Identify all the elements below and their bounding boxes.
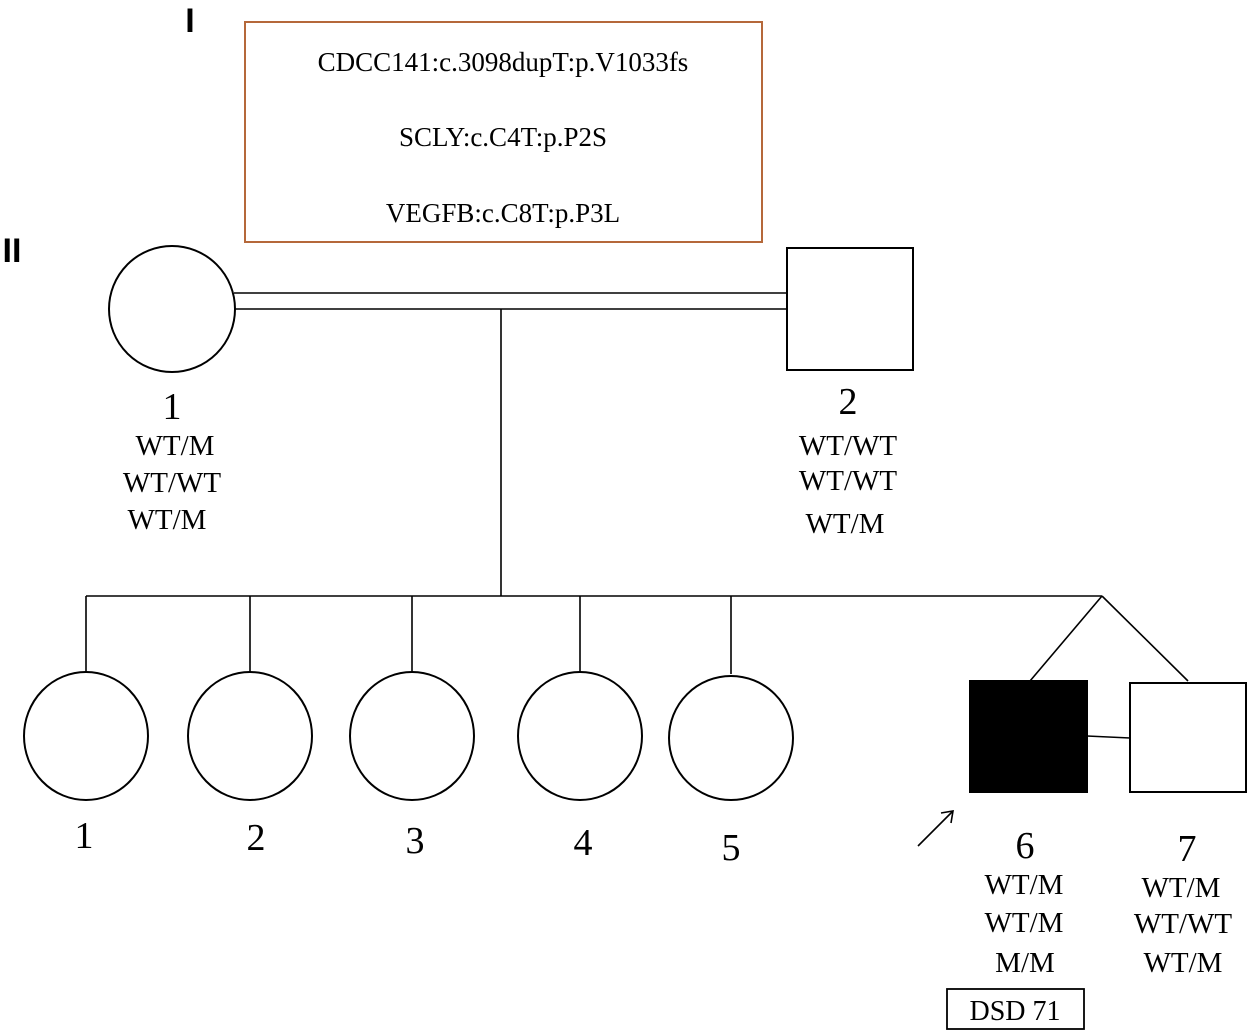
generation-label-i: I [185, 2, 194, 40]
parent-2-genotype-2: WT/WT [799, 465, 898, 497]
child-5-female-symbol [668, 675, 794, 801]
dsd-label: DSD 71 [969, 996, 1060, 1027]
child-1-label: 1 [75, 815, 94, 857]
child-6-genotype-3: M/M [995, 947, 1055, 979]
twin-line-child-6 [1029, 595, 1103, 682]
generation-label-ii: II [3, 232, 22, 270]
child-6-genotype-2: WT/M [985, 907, 1064, 939]
child-2-female-symbol [187, 671, 313, 801]
proband-arrow-icon [917, 810, 954, 847]
child-2-label: 2 [247, 817, 266, 859]
twin-line-child-7 [1101, 595, 1189, 682]
variant-list-box: CDCC141:c.3098dupT:p.V1033fs SCLY:c.C4T:… [244, 21, 763, 243]
parent-2-label: 2 [839, 381, 858, 423]
variant-1-label: CDCC141:c.3098dupT:p.V1033fs [318, 47, 689, 77]
child-4-label: 4 [574, 822, 593, 864]
child-7-male-symbol [1129, 682, 1247, 793]
parent-2-genotype-1: WT/WT [799, 430, 898, 462]
parent-2-male-symbol [786, 247, 914, 371]
child-7-genotype-1: WT/M [1142, 872, 1221, 904]
variant-3-label: VEGFB:c.C8T:p.P3L [386, 198, 620, 228]
child-3-female-symbol [349, 671, 475, 801]
child-6-label: 6 [1016, 825, 1035, 867]
parent-1-label: 1 [163, 386, 182, 428]
parent-1-genotype-2: WT/WT [123, 467, 222, 499]
parent-1-genotype-1: WT/M [136, 430, 215, 462]
child-7-genotype-3: WT/M [1144, 947, 1223, 979]
variant-2-label: SCLY:c.C4T:p.P2S [399, 122, 607, 152]
child-5-label: 5 [722, 827, 741, 869]
child-7-label: 7 [1178, 828, 1197, 870]
parent-2-genotype-3: WT/M [806, 508, 885, 540]
twin-bar [1086, 735, 1131, 739]
child-4-female-symbol [517, 671, 643, 801]
dsd-box [946, 988, 1085, 1030]
parent-1-female-symbol [108, 245, 236, 373]
child-6-genotype-1: WT/M [985, 869, 1064, 901]
parent-1-genotype-3: WT/M [128, 504, 207, 536]
child-3-label: 3 [406, 820, 425, 862]
child-1-female-symbol [23, 671, 149, 801]
child-6-affected-male-symbol [969, 680, 1088, 793]
variant-box-border [244, 21, 763, 243]
child-7-genotype-2: WT/WT [1134, 908, 1233, 940]
